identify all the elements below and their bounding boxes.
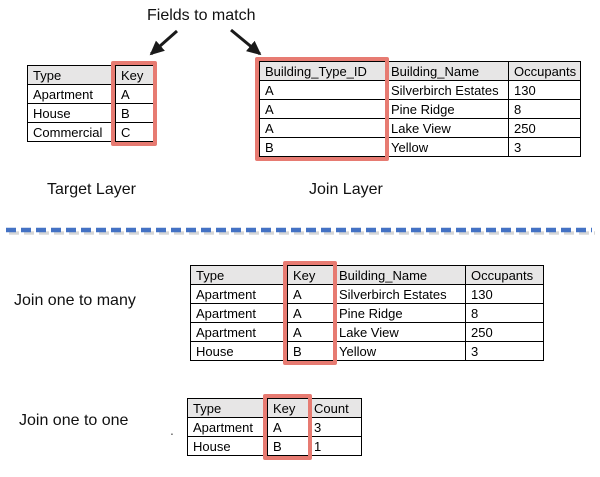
column-header: Key [287,265,334,285]
table-cell: Yellow [333,341,466,361]
column-header: Type [187,398,268,418]
table-cell: House [187,436,268,456]
target-layer-label: Target Layer [47,181,136,198]
column-header: Occupants [465,265,544,285]
column-header: Building_Name [333,265,466,285]
table-cell: Pine Ridge [333,303,466,323]
table-cell: 3 [508,137,581,157]
table-cell: 250 [508,118,581,138]
match-arrow-left [149,29,178,56]
table-cell: 250 [465,322,544,342]
column-header: Building_Name [385,61,509,81]
table-cell: A [287,303,334,323]
fields-to-match-label: Fields to match [147,7,256,24]
column-header: Count [308,398,362,418]
table-cell: Apartment [190,284,288,304]
table-cell: B [287,341,334,361]
table-cell: Commercial [27,122,116,142]
join-layer-label: Join Layer [309,181,383,198]
table-cell: 1 [308,436,362,456]
table-cell: House [190,341,288,361]
column-header: Building_Type_ID [259,61,386,81]
table-cell: A [287,322,334,342]
table-cell: Apartment [190,322,288,342]
match-arrow-right [230,28,262,56]
table-cell: A [115,84,154,104]
table-cell: B [267,436,309,456]
table-cell: A [267,417,309,437]
table-cell: Apartment [190,303,288,323]
table-cell: House [27,103,116,123]
table-cell: Apartment [27,84,116,104]
table-cell: Lake View [385,118,509,138]
table-cell: A [287,284,334,304]
table-cell: A [259,118,386,138]
column-header: Type [27,65,116,85]
table-cell: C [115,122,154,142]
table-cell: 3 [308,417,362,437]
table-cell: 8 [465,303,544,323]
column-header: Occupants [508,61,581,81]
table-cell: A [259,99,386,119]
table-cell: B [115,103,154,123]
table-cell: A [259,80,386,100]
table-cell: Silverbirch Estates [385,80,509,100]
table-cell: 8 [508,99,581,119]
join-one-to-many-label: Join one to many [14,292,136,309]
table-cell: B [259,137,386,157]
column-header: Type [190,265,288,285]
join-one-to-one-label: Join one to one [19,412,129,429]
column-header: Key [267,398,309,418]
table-cell: Lake View [333,322,466,342]
table-cell: 130 [508,80,581,100]
table-cell: 130 [465,284,544,304]
table-cell: Yellow [385,137,509,157]
column-header: Key [115,65,154,85]
table-cell: 3 [465,341,544,361]
stray-period-mark: . [170,422,174,438]
table-cell: Apartment [187,417,268,437]
table-cell: Pine Ridge [385,99,509,119]
table-cell: Silverbirch Estates [333,284,466,304]
